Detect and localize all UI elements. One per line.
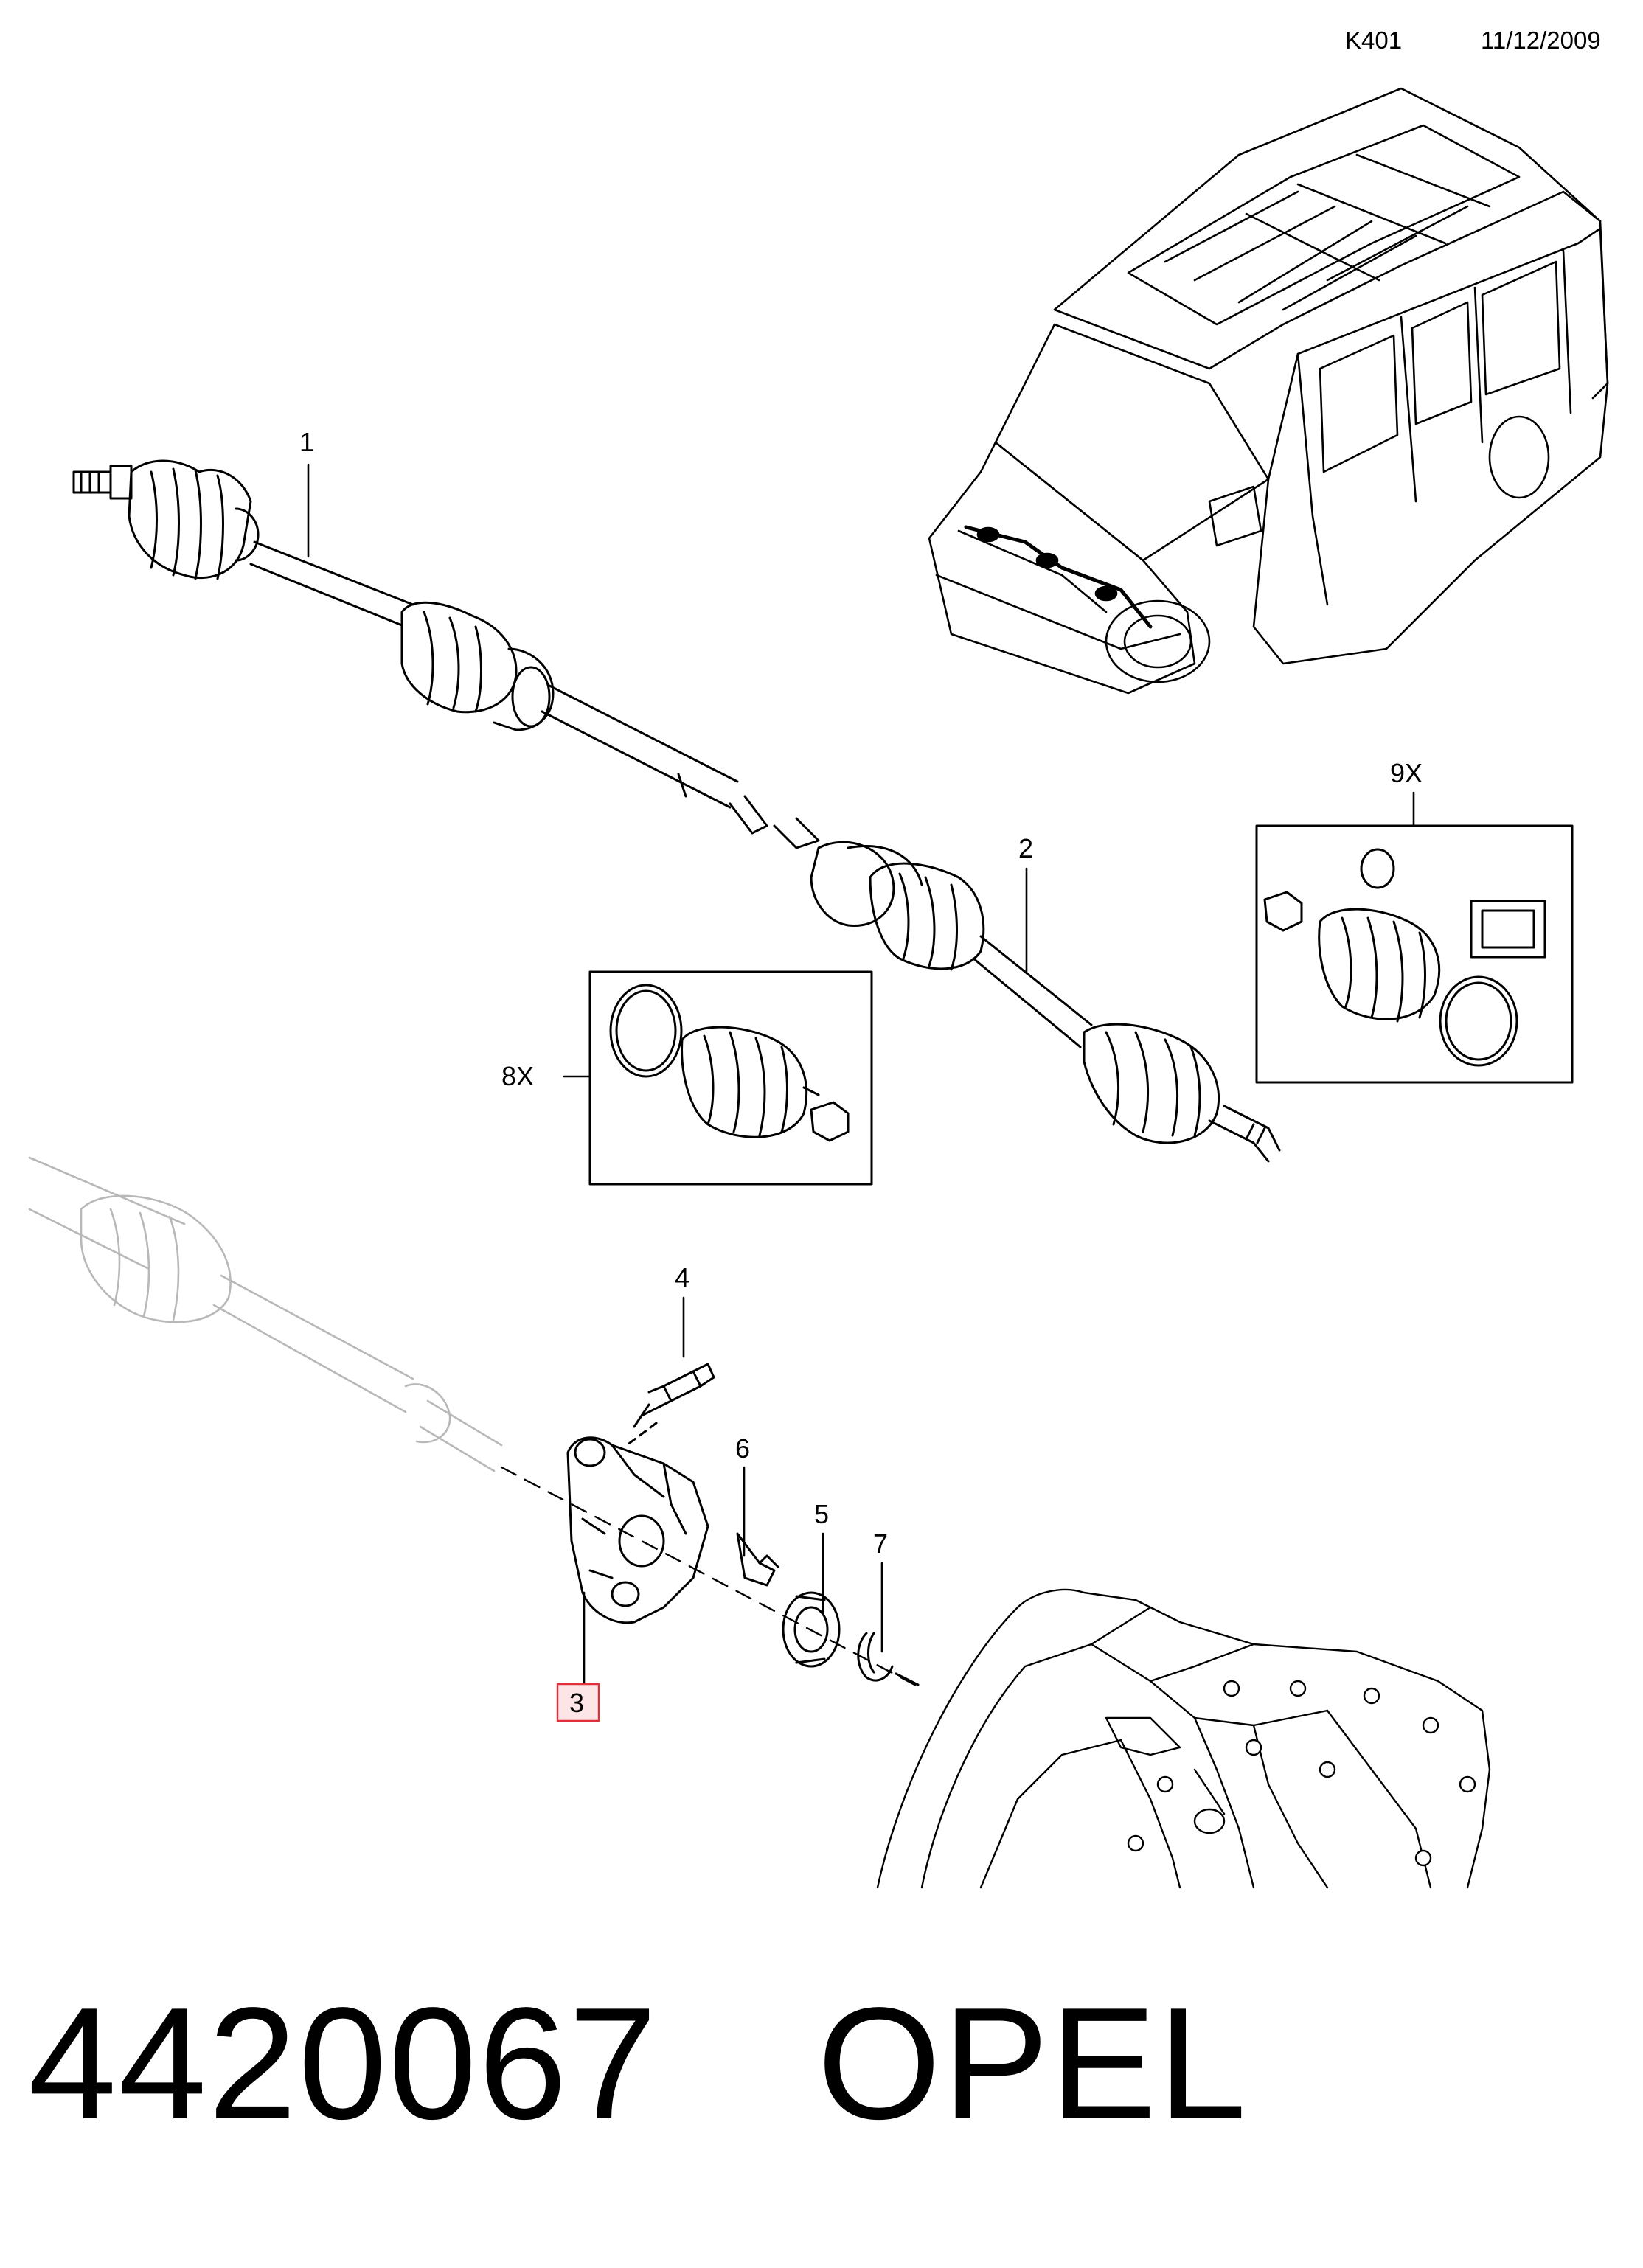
gearbox — [876, 1588, 1491, 1889]
diagram-code: K401 — [1345, 27, 1403, 54]
bolt-6 — [736, 1532, 779, 1587]
part-number: 4420067 — [28, 1974, 659, 2152]
callout-7: 7 — [873, 1528, 888, 1559]
callout-8x: 8X — [501, 1061, 534, 1091]
leader-lines — [307, 463, 1415, 1684]
faded-driveshaft — [28, 1156, 503, 1472]
callout-3[interactable]: 3 — [569, 1688, 584, 1718]
callout-2: 2 — [1018, 833, 1033, 863]
van-illustration — [928, 87, 1609, 695]
driveshaft-assembly — [72, 459, 1281, 1163]
diagram-date: 11/12/2009 — [1481, 27, 1601, 54]
callout-5: 5 — [814, 1499, 829, 1529]
axis-line — [500, 1466, 923, 1690]
bearing-bracket — [566, 1436, 709, 1624]
circlip-7 — [857, 1632, 920, 1686]
kit-box-9x — [1255, 824, 1574, 1084]
callout-9x: 9X — [1390, 758, 1423, 788]
bolt-4 — [625, 1363, 715, 1447]
bearing-5 — [782, 1591, 841, 1668]
callout-6: 6 — [735, 1433, 750, 1464]
callout-4: 4 — [675, 1262, 689, 1293]
brand-name: OPEL — [817, 1974, 1248, 2152]
callout-1: 1 — [299, 427, 314, 457]
callout-3-highlight[interactable] — [556, 1683, 600, 1722]
kit-box-8x — [588, 970, 873, 1186]
